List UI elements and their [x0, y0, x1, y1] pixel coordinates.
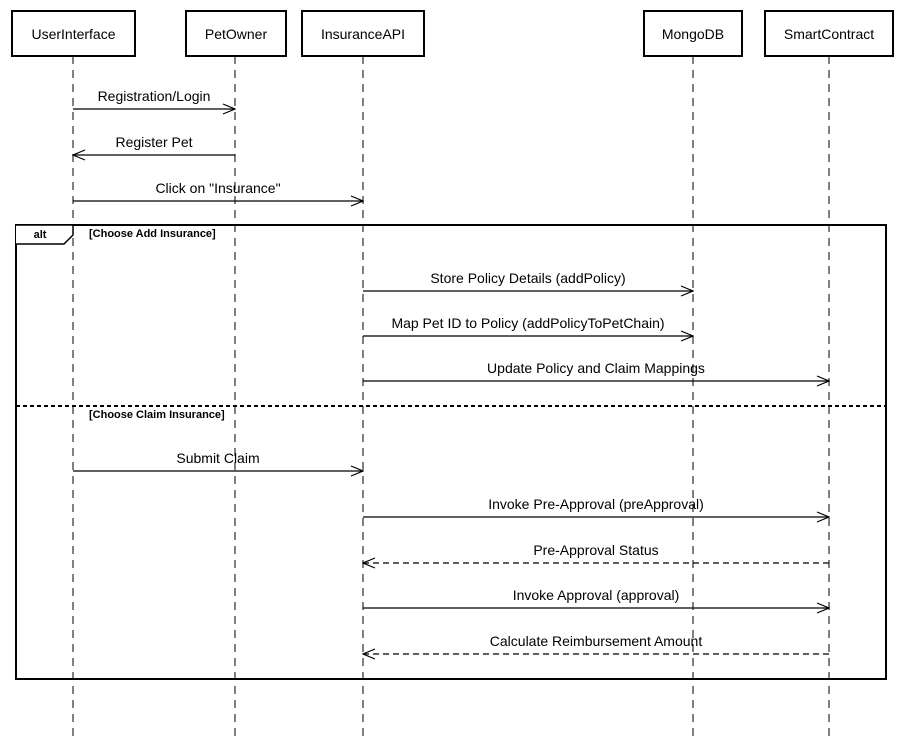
- message-label: Submit Claim: [176, 450, 259, 466]
- alt-fragment-frame: [15, 224, 887, 680]
- participant-label: InsuranceAPI: [321, 26, 405, 42]
- message-9: Pre-Approval Status: [363, 542, 829, 563]
- guard-add-insurance: [Choose Add Insurance]: [89, 228, 216, 240]
- message-label: Calculate Reimbursement Amount: [490, 633, 703, 649]
- guard-claim-insurance: [Choose Claim Insurance]: [89, 409, 225, 421]
- participant-smartcontract[interactable]: SmartContract: [764, 10, 894, 57]
- message-label: Update Policy and Claim Mappings: [487, 360, 705, 376]
- message-10: Invoke Approval (approval): [363, 587, 829, 608]
- message-label: Store Policy Details (addPolicy): [430, 270, 625, 286]
- message-label: Pre-Approval Status: [533, 542, 658, 558]
- message-label: Invoke Pre-Approval (preApproval): [488, 496, 704, 512]
- message-label: Registration/Login: [98, 88, 211, 104]
- participant-insuranceapi[interactable]: InsuranceAPI: [301, 10, 425, 57]
- participant-userinterface[interactable]: UserInterface: [11, 10, 136, 57]
- participant-label: UserInterface: [31, 26, 115, 42]
- message-label: Map Pet ID to Policy (addPolicyToPetChai…: [391, 315, 664, 331]
- message-1: Registration/Login: [73, 88, 235, 109]
- message-3: Click on "Insurance": [73, 180, 363, 201]
- message-11: Calculate Reimbursement Amount: [363, 633, 829, 654]
- alt-keyword: alt: [34, 229, 47, 241]
- alt-fragment-tab: [16, 224, 74, 245]
- message-2: Register Pet: [73, 134, 235, 155]
- message-7: Submit Claim: [73, 450, 363, 471]
- message-8: Invoke Pre-Approval (preApproval): [363, 496, 829, 517]
- message-6: Update Policy and Claim Mappings: [363, 360, 829, 381]
- participant-label: MongoDB: [662, 26, 724, 42]
- participant-petowner[interactable]: PetOwner: [185, 10, 287, 57]
- lifelines: [72, 56, 830, 736]
- alt-fragment: alt [Choose Add Insurance] [Choose Claim…: [15, 224, 887, 680]
- message-5: Map Pet ID to Policy (addPolicyToPetChai…: [363, 315, 693, 336]
- message-4: Store Policy Details (addPolicy): [363, 270, 693, 291]
- message-label: Click on "Insurance": [155, 180, 280, 196]
- participant-label: PetOwner: [205, 26, 268, 42]
- message-label: Register Pet: [115, 134, 192, 150]
- participant-mongodb[interactable]: MongoDB: [643, 10, 743, 57]
- message-label: Invoke Approval (approval): [513, 587, 680, 603]
- participant-label: SmartContract: [784, 26, 874, 42]
